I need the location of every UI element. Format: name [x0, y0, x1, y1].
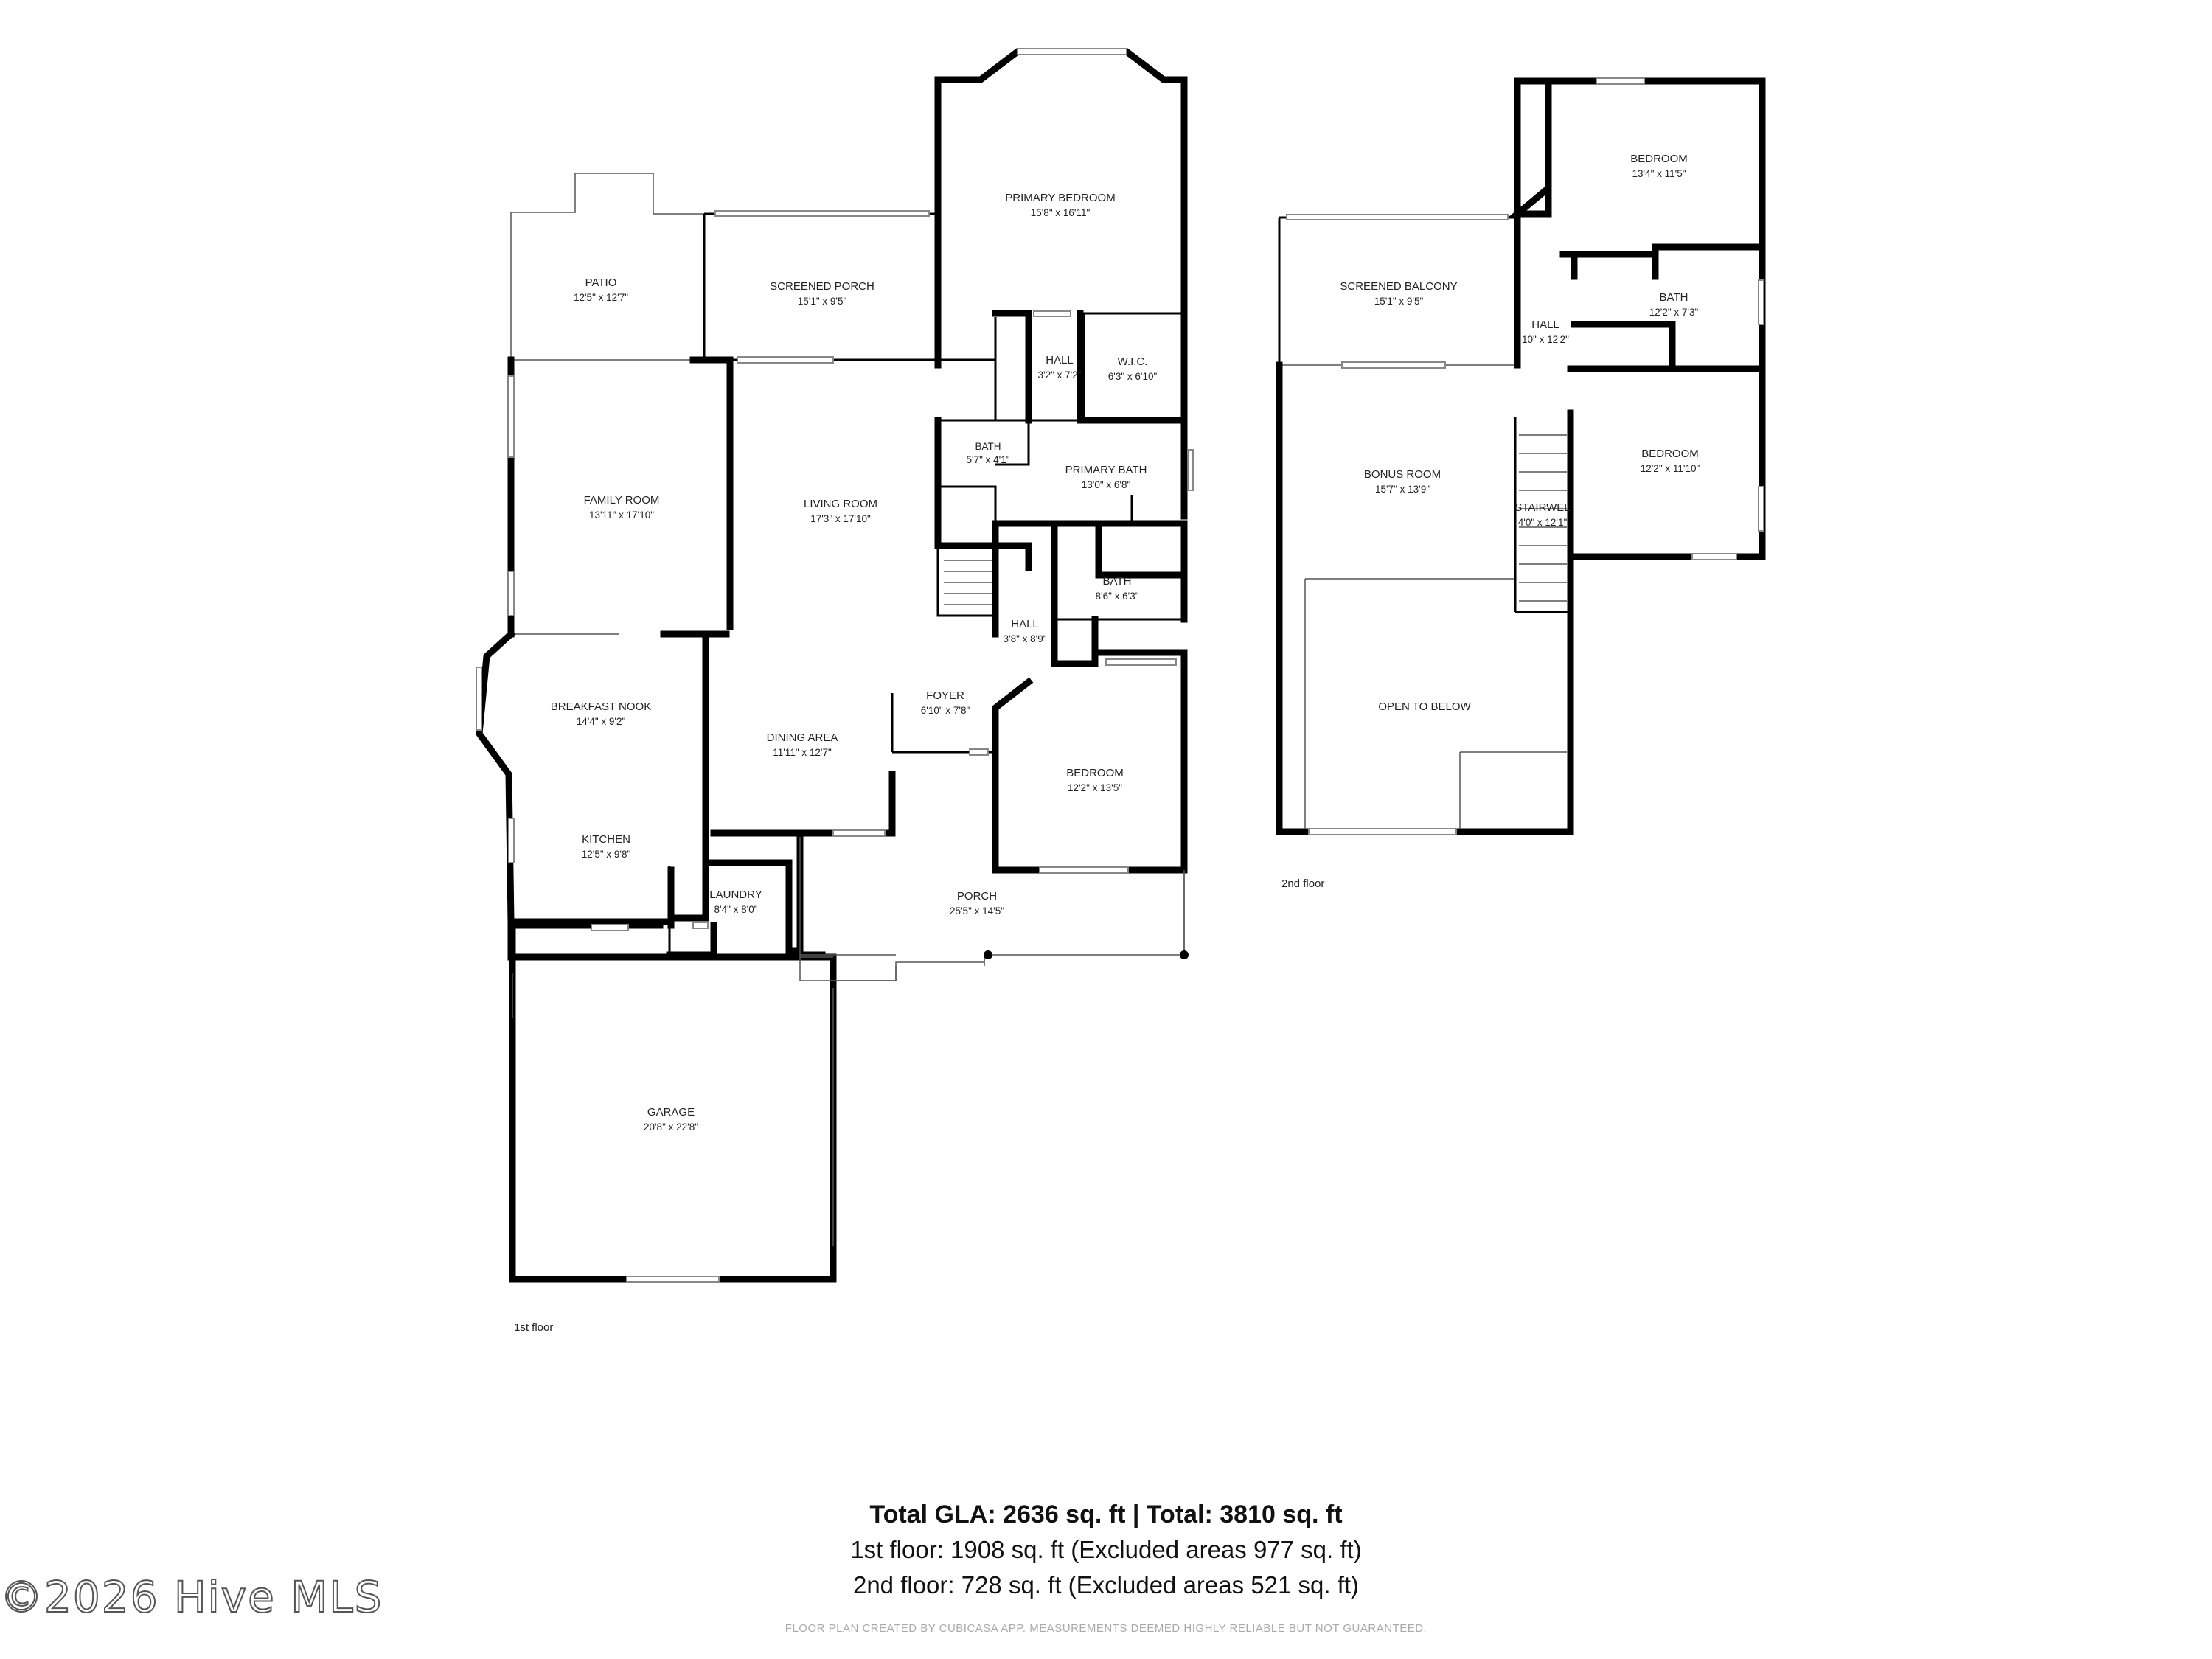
wic-label: W.I.C. [1118, 355, 1148, 368]
bedroom-2f-right-dim: 12'2" x 11'10" [1641, 463, 1700, 474]
bath-mid-dim: 8'6" x 6'3" [1095, 591, 1138, 602]
dining-area-dim: 11'11" x 12'7" [773, 747, 832, 758]
garage-dim: 20'8" x 22'8" [644, 1121, 698, 1133]
screened-porch-label: SCREENED PORCH [770, 280, 874, 293]
stairwell-label: STAIRWEL [1514, 501, 1570, 514]
dining-area-label: DINING AREA [767, 731, 838, 744]
kitchen-dim: 12'5" x 9'8" [582, 849, 631, 860]
bedroom-1f-label: BEDROOM [1066, 767, 1124, 779]
hall-2f-label: HALL [1531, 319, 1559, 331]
patio-dim: 12'5" x 12'7" [574, 292, 628, 303]
porch-dim: 25'5" x 14'5" [950, 905, 1004, 917]
family-room-dim: 13'11" x 17'10" [589, 509, 654, 521]
laundry-label: LAUNDRY [709, 888, 762, 901]
bath-2f-label: BATH [1660, 291, 1688, 304]
garage-label: GARAGE [647, 1106, 695, 1119]
bath-2f-dim: 12'2" x 7'3" [1649, 307, 1699, 318]
bedroom-2f-top-label: BEDROOM [1630, 153, 1688, 165]
disclaimer-text: FLOOR PLAN CREATED BY CUBICASA APP. MEAS… [785, 1622, 1427, 1635]
screened-balcony-dim: 15'1" x 9'5" [1374, 296, 1424, 307]
bedroom-2f-top-dim: 13'4" x 11'5" [1632, 168, 1686, 179]
breakfast-nook-dim: 14'4" x 9'2" [577, 716, 626, 727]
bedroom-1f-dim: 12'2" x 13'5" [1068, 782, 1122, 793]
room-labels: PATIO 12'5" x 12'7" SCREENED PORCH 15'1"… [514, 153, 1700, 1334]
living-room-label: LIVING ROOM [804, 498, 877, 510]
family-room-label: FAMILY ROOM [584, 494, 660, 507]
hall-upper-dim: 3'2" x 7'2" [1037, 369, 1081, 380]
second-floor-area-summary: 2nd floor: 728 sq. ft (Excluded areas 52… [852, 1571, 1360, 1599]
total-area-summary: Total GLA: 2636 sq. ft | Total: 3810 sq.… [869, 1500, 1343, 1528]
second-floor-plan [1276, 77, 1766, 835]
mls-watermark: ©2026 Hive MLS [0, 1571, 383, 1623]
hall-upper-label: HALL [1046, 354, 1074, 366]
first-floor-area-summary: 1st floor: 1908 sq. ft (Excluded areas 9… [850, 1536, 1362, 1563]
bath-small-dim: 5'7" x 4'1" [966, 454, 1009, 465]
kitchen-label: KITCHEN [582, 833, 630, 846]
first-floor-plan [476, 48, 1194, 1283]
bath-small-label: BATH [975, 441, 1001, 452]
porch-label: PORCH [957, 890, 997, 902]
primary-bath-dim: 13'0" x 6'8" [1082, 479, 1131, 490]
bath-mid-label: BATH [1103, 575, 1132, 588]
hall-mid-dim: 3'8" x 8'9" [1003, 633, 1046, 644]
foyer-dim: 6'10" x 7'8" [921, 705, 970, 716]
primary-bath-label: PRIMARY BATH [1065, 464, 1147, 476]
living-room-dim: 17'3" x 17'10" [810, 513, 871, 524]
bedroom-2f-right-label: BEDROOM [1641, 448, 1699, 460]
bonus-room-dim: 15'7" x 13'9" [1375, 484, 1430, 495]
primary-bedroom-dim: 15'8" x 16'11" [1031, 207, 1091, 218]
open-to-below-label: OPEN TO BELOW [1378, 700, 1471, 713]
stairwell-dim: 4'0" x 12'1" [1518, 517, 1568, 528]
primary-bedroom-label: PRIMARY BEDROOM [1005, 192, 1115, 204]
first-floor-label: 1st floor [514, 1321, 553, 1334]
bonus-room-label: BONUS ROOM [1364, 468, 1441, 481]
foyer-label: FOYER [926, 689, 964, 702]
second-floor-label: 2nd floor [1281, 877, 1324, 890]
wic-dim: 6'3" x 6'10" [1108, 371, 1158, 382]
hall-2f-dim: 10" x 12'2" [1522, 334, 1569, 345]
screened-balcony-label: SCREENED BALCONY [1340, 280, 1457, 293]
patio-label: PATIO [585, 276, 617, 289]
breakfast-nook-label: BREAKFAST NOOK [551, 700, 651, 713]
screened-porch-dim: 15'1" x 9'5" [798, 296, 847, 307]
laundry-dim: 8'4" x 8'0" [714, 904, 757, 915]
hall-mid-label: HALL [1011, 618, 1039, 630]
